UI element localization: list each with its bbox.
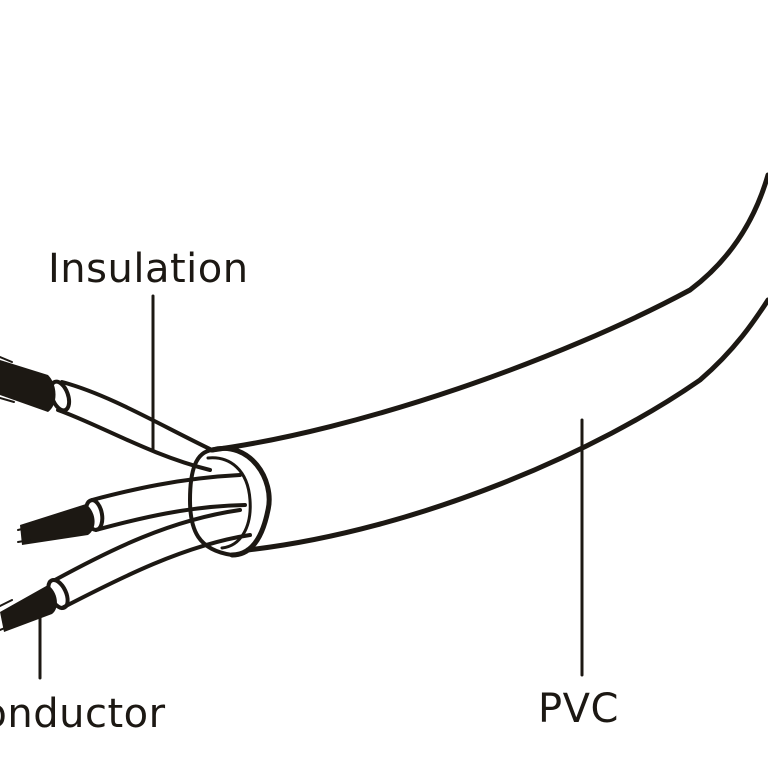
bottom-wire [0,508,252,632]
middle-conductor-icon [17,504,95,545]
middle-wire [17,473,247,545]
top-conductor-icon [0,356,56,412]
pvc-label: PVC [538,686,619,732]
bottom-conductor-icon [0,585,57,632]
top-wire [0,356,214,472]
conductor-label: Conductor [0,691,166,737]
pvc-jacket [188,172,768,558]
insulation-label: Insulation [48,246,249,292]
